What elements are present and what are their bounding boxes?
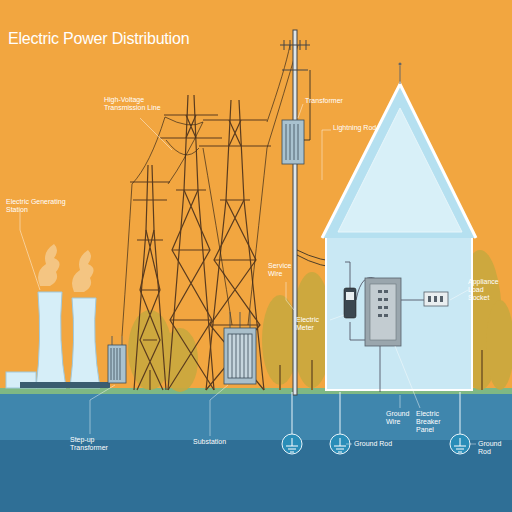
callout-label: Step-up Transformer xyxy=(70,436,112,452)
callout-label: High-Voltage Transmission Line xyxy=(104,96,168,112)
callout-label: Service Wire xyxy=(268,262,296,278)
callout-label: Electric Generating Station xyxy=(6,198,86,214)
callout-label: Substation xyxy=(193,438,243,446)
callout-label: Ground Wire xyxy=(386,410,416,426)
callout-label: Lightning Rod xyxy=(333,124,393,132)
callout-label: Ground Rod xyxy=(354,440,404,448)
callout-label: Appliance Load Socket xyxy=(468,278,506,302)
diagram-title: Electric Power Distribution xyxy=(8,30,189,48)
callout-label: Transformer xyxy=(305,97,365,105)
callout-label: Electric Meter xyxy=(296,316,330,332)
callout-label: Ground Rod xyxy=(478,440,508,456)
callout-label: Electric Breaker Panel xyxy=(416,410,458,434)
